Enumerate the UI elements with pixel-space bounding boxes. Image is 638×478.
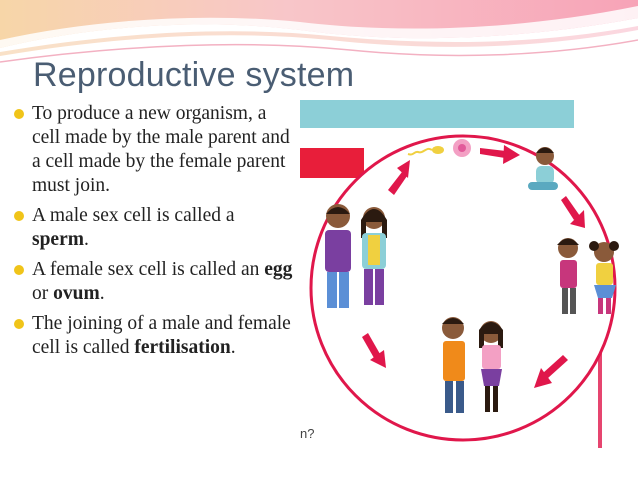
bullet-bold-term-2: ovum [53,283,100,304]
cycle-arrow-icon [561,196,585,228]
teal-bar [300,100,574,128]
bullet-item: A female sex cell is called an egg or ov… [14,258,296,306]
bullet-text: A male sex cell is called a [32,205,235,226]
cycle-arrow-icon [480,145,520,164]
bullet-bold-term: egg [264,259,293,280]
cycle-arrow-icon [362,333,386,368]
bullet-dot-icon [14,211,24,221]
cycle-arrow-icon [534,355,568,388]
sperm-icon [407,146,444,156]
cycle-arrow-icon [388,160,410,195]
bullet-text-end: . [230,337,236,358]
bullet-bold-term: sperm [32,229,84,250]
bullet-item: To produce a new organism, a cell made b… [14,102,296,198]
bullet-text: To produce a new organism, a cell made b… [32,103,290,196]
bullet-item: A male sex cell is called a sperm. [14,204,296,252]
bullet-dot-icon [14,265,24,275]
egg-cell-icon [453,139,471,157]
bullet-text-mid: or [32,283,54,304]
slide-title: Reproductive system [33,56,355,94]
children-pair-figure [557,238,619,314]
baby-figure [528,147,558,190]
bullet-item: The joining of a male and female cell is… [14,312,296,360]
bullet-bold-term: fertilisation [134,337,231,358]
bullet-text-end: . [99,283,105,304]
life-cycle-illustration: n? [298,98,638,450]
bullet-text: The joining of a male and female cell is… [32,313,291,358]
bullet-text: A female sex cell is called an [32,259,265,280]
adults-figure [325,204,387,308]
red-bar [300,148,364,178]
bullet-dot-icon [14,109,24,119]
bullet-dot-icon [14,319,24,329]
figure-partial-caption: n? [300,426,314,441]
teenagers-figure [442,317,503,413]
bullet-text-end: . [84,229,89,250]
decorative-banner [0,0,638,63]
bullet-list: To produce a new organism, a cell made b… [14,102,296,366]
